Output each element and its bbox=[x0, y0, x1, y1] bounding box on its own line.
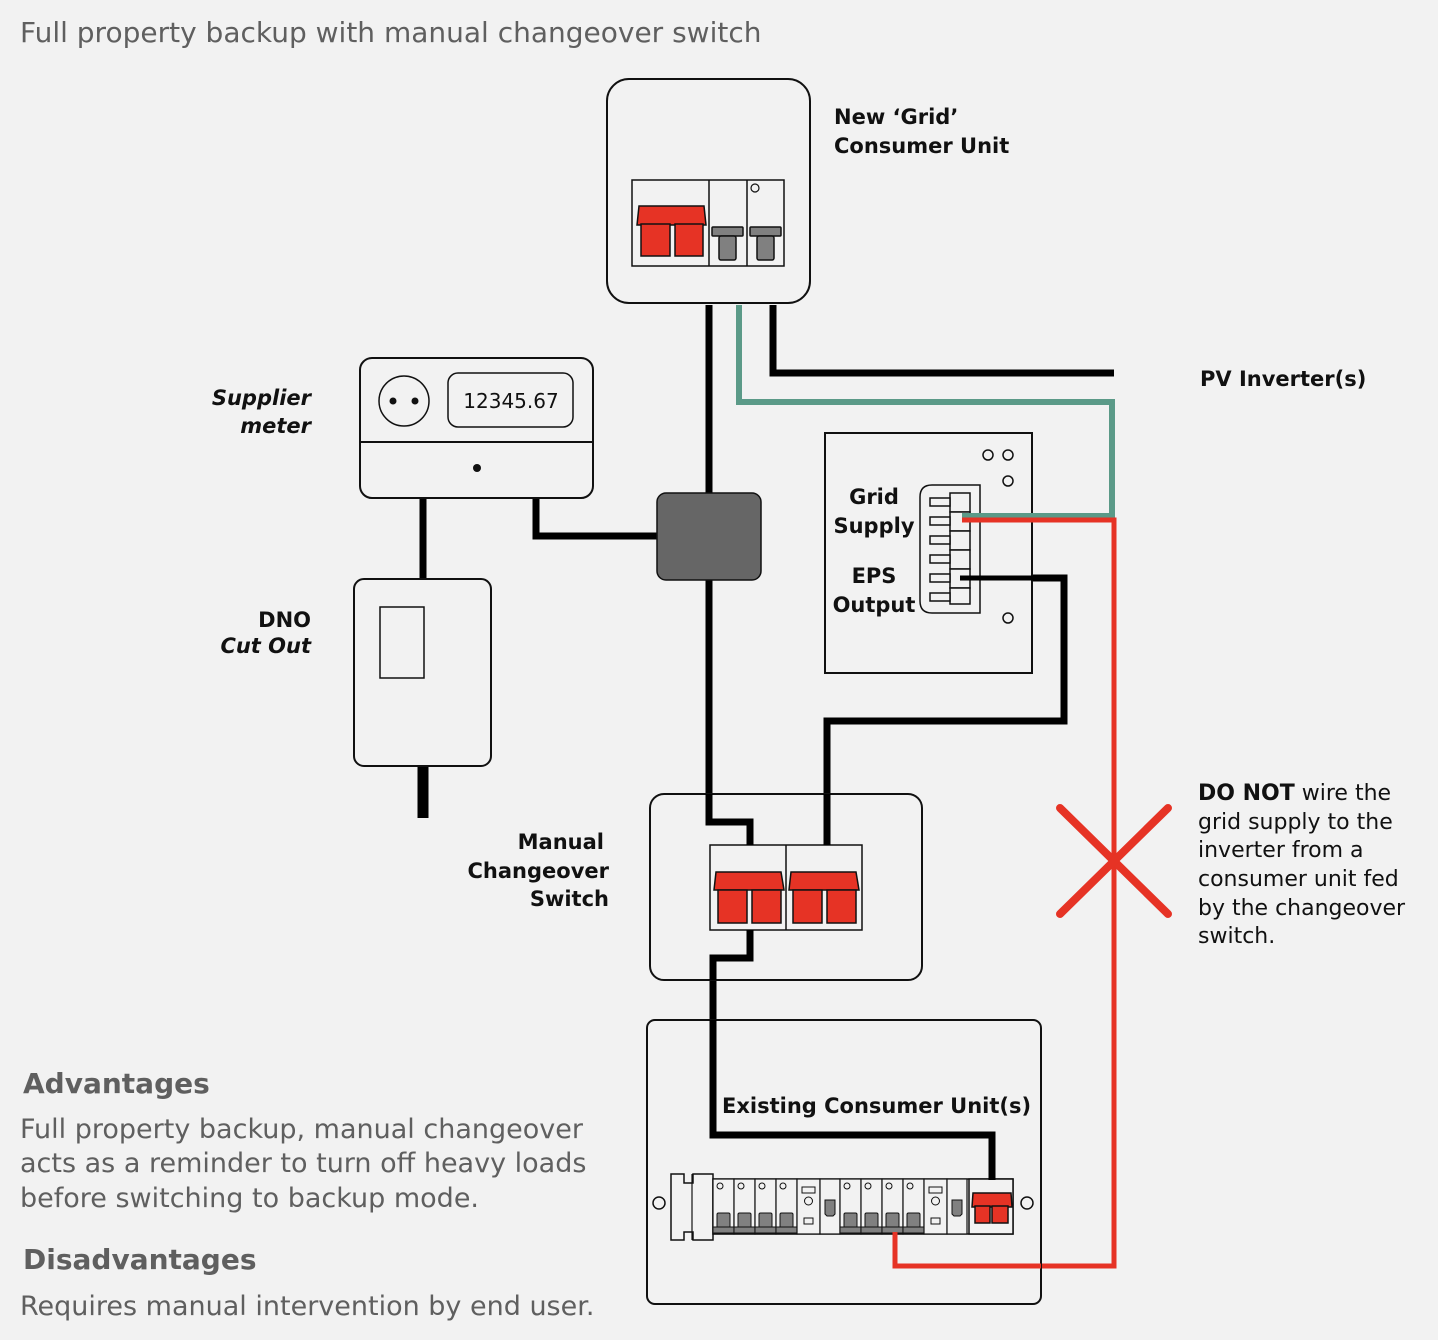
changeover-label-2: Changeover bbox=[468, 859, 610, 883]
existing-cu-main-switch-icon bbox=[971, 1192, 1013, 1208]
terminals bbox=[929, 492, 971, 605]
warning-line-1: DO NOT wire the bbox=[1198, 781, 1391, 806]
warning-line-4: consumer unit fed bbox=[1198, 867, 1399, 892]
advantages-line-2: acts as a reminder to turn off heavy loa… bbox=[20, 1148, 586, 1179]
meter-display bbox=[447, 372, 574, 428]
supplier-meter bbox=[359, 357, 594, 499]
warning-line-3: inverter from a bbox=[1198, 838, 1364, 863]
grid-supply-label-1: Grid bbox=[849, 485, 899, 509]
cut-out-label: Cut Out bbox=[220, 634, 312, 658]
eps-output-label-1: EPS bbox=[852, 564, 897, 588]
changeover-pole-1-icon bbox=[713, 871, 785, 891]
grid-cu-label-2: Consumer Unit bbox=[834, 134, 1009, 158]
wire-changeover-existing-cu bbox=[709, 930, 996, 1180]
supplier-meter-label-1: Supplier bbox=[212, 386, 313, 410]
existing-consumer-unit bbox=[646, 1019, 1042, 1305]
changeover-label-1: Manual bbox=[518, 830, 604, 854]
warning-line-2: grid supply to the bbox=[1198, 810, 1393, 835]
existing-cu-label: Existing Consumer Unit(s) bbox=[722, 1094, 1031, 1118]
disadvantages-heading: Disadvantages bbox=[23, 1243, 257, 1276]
diagram-title: Full property backup with manual changeo… bbox=[20, 16, 761, 49]
advantages-line-1: Full property backup, manual changeover bbox=[20, 1114, 584, 1145]
grid-consumer-unit bbox=[606, 78, 811, 304]
junction-box bbox=[656, 492, 762, 581]
meter-socket-icon bbox=[378, 375, 430, 427]
wire-junction-changeover bbox=[705, 578, 754, 845]
warning-line-5: by the changeover bbox=[1198, 896, 1406, 921]
wire-pv-inverter bbox=[769, 305, 1114, 377]
meter-reading: 12345.67 bbox=[463, 389, 558, 413]
supplier-meter-label-2: meter bbox=[240, 414, 312, 438]
main-switch-icon bbox=[636, 205, 707, 226]
disadvantages-line-1: Requires manual intervention by end user… bbox=[20, 1291, 594, 1322]
pv-inverter-label: PV Inverter(s) bbox=[1200, 367, 1366, 391]
advantages-line-3: before switching to backup mode. bbox=[20, 1183, 479, 1214]
warning-line-6: switch. bbox=[1198, 924, 1275, 949]
advantages-heading: Advantages bbox=[23, 1067, 210, 1100]
wire-meter-junction bbox=[532, 497, 658, 540]
grid-cu-label-1: New ‘Grid’ bbox=[834, 105, 958, 129]
dno-cut-out bbox=[353, 578, 492, 767]
changeover-label-3: Switch bbox=[530, 887, 609, 911]
grid-supply-label-2: Supply bbox=[833, 514, 914, 538]
inverter-unit bbox=[824, 432, 1033, 674]
dno-label: DNO bbox=[258, 608, 311, 632]
changeover-switch bbox=[649, 793, 923, 981]
prohibited-x-icon bbox=[1056, 804, 1172, 918]
changeover-pole-2-icon bbox=[788, 871, 860, 891]
eps-output-label-2: Output bbox=[833, 593, 916, 617]
